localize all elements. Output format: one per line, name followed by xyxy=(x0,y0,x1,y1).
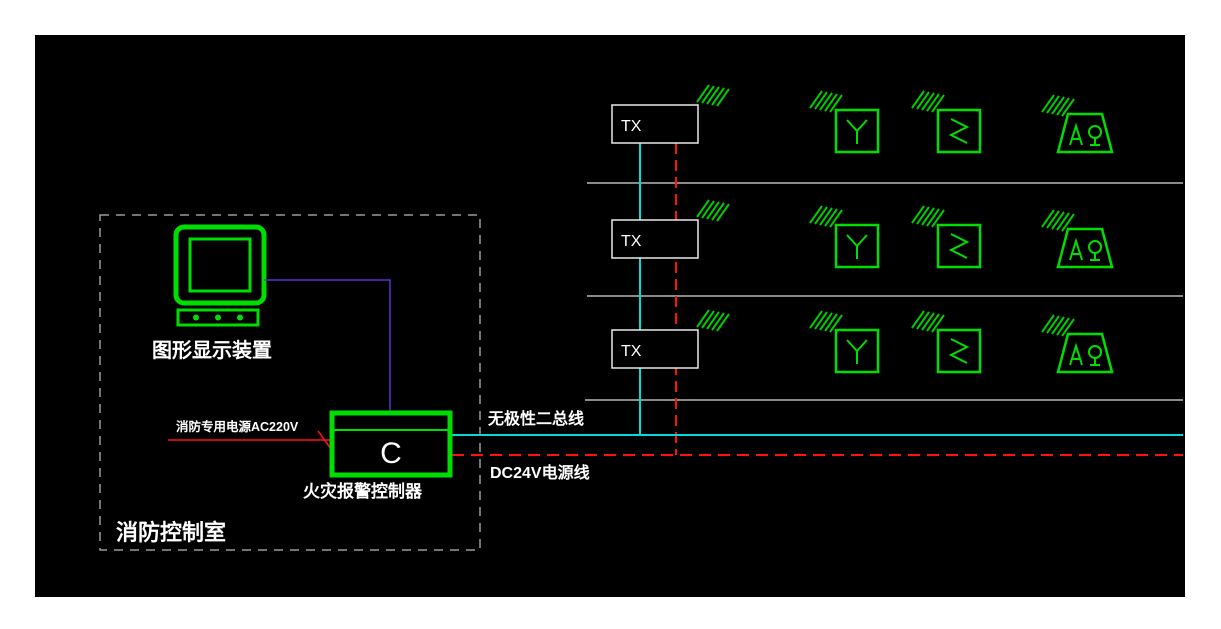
manual-call-point-icon xyxy=(834,108,880,154)
repeater-row-2: TX xyxy=(611,199,730,259)
repeater-box xyxy=(611,219,699,259)
detector-icon xyxy=(936,223,982,269)
sounder-strobe-icon xyxy=(1056,227,1114,269)
mains-power-label: 消防专用电源AC220V xyxy=(176,419,299,434)
floor-lines xyxy=(585,182,1183,401)
repeater-row-3: TX xyxy=(611,309,730,369)
repeater-label: TX xyxy=(621,233,642,250)
controller-symbol: C xyxy=(380,437,402,470)
manual-call-point-icon xyxy=(834,328,880,374)
detector-icon xyxy=(936,108,982,154)
display-label: 图形显示装置 xyxy=(152,338,272,362)
wire-tick xyxy=(317,430,332,450)
manual-call-point-icon xyxy=(834,223,880,269)
controller-box: C xyxy=(329,410,453,478)
sounder-strobe-icon xyxy=(1056,112,1114,154)
monitor-icon xyxy=(173,224,267,327)
detector-icon xyxy=(936,328,982,374)
controller-label: 火灾报警控制器 xyxy=(303,481,423,501)
repeater-box xyxy=(611,329,699,369)
control-room-label: 消防控制室 xyxy=(116,520,226,545)
repeater-box xyxy=(611,104,699,144)
signal-bus-label: 无极性二总线 xyxy=(487,409,584,428)
repeater-row-1: TX xyxy=(611,84,730,144)
repeater-label: TX xyxy=(621,118,642,135)
dc-power-label: DC24V电源线 xyxy=(490,463,590,482)
display-link-line xyxy=(264,279,391,413)
control-room-boundary xyxy=(99,214,481,551)
repeater-label: TX xyxy=(621,343,642,360)
sounder-strobe-icon xyxy=(1056,332,1114,374)
